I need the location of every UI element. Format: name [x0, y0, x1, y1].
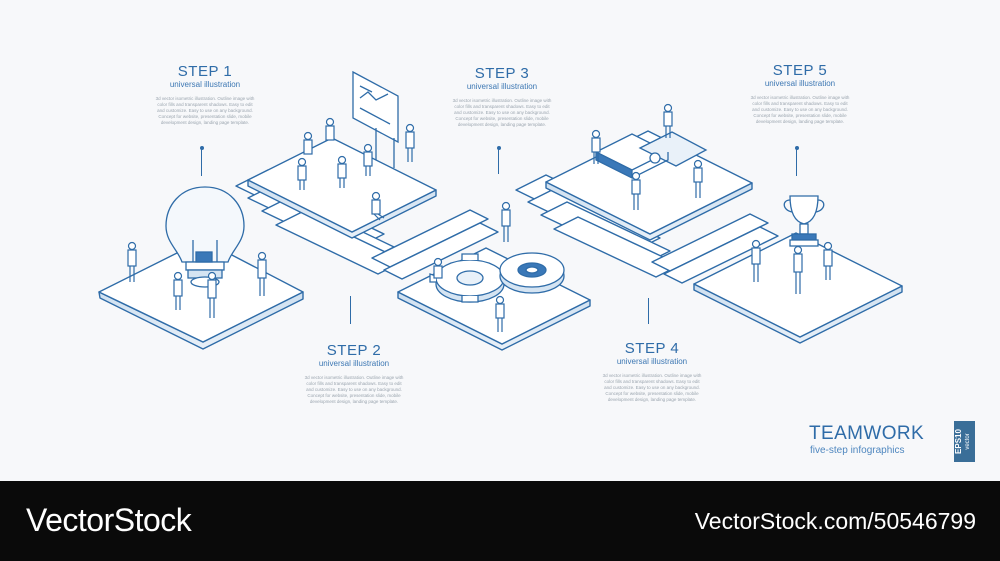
step-1-block: STEP 1 universal illustration 3d vector …: [105, 63, 305, 126]
watermark-footer: VectorStock VectorStock.com/50546799: [0, 481, 1000, 561]
step-3-description: 3d vector isometric illustration. Outlin…: [452, 98, 552, 127]
connector-line-3: [498, 148, 499, 174]
step-4-subtitle: universal illustration: [616, 357, 688, 366]
connector-line-5: [796, 148, 797, 176]
trophy-icon: [783, 195, 825, 247]
step-4-block: STEP 4 universal illustration 3d vector …: [552, 340, 752, 403]
infographic-canvas: STEP 1 universal illustration 3d vector …: [98, 62, 975, 462]
step-3-block: STEP 3 universal illustration 3d vector …: [402, 65, 602, 128]
stairs-2-3: [371, 209, 499, 280]
isometric-illustration: [98, 70, 903, 351]
headline-title: TEAMWORK: [809, 423, 925, 444]
stairs-4-5: [651, 213, 779, 284]
presentation-board-icon: [352, 70, 399, 168]
step-5-subtitle: universal illustration: [764, 79, 836, 88]
step-2-block: STEP 2 universal illustration 3d vector …: [254, 342, 454, 405]
headline-subtitle: five-step infographics: [810, 445, 905, 456]
step-3-subtitle: universal illustration: [466, 82, 538, 91]
step-2-title: STEP 2: [326, 342, 382, 359]
gears-icon: [429, 252, 565, 303]
step-4-title: STEP 4: [624, 340, 680, 357]
step-1-title: STEP 1: [177, 63, 233, 80]
connector-line-4: [648, 298, 649, 324]
step-3-title: STEP 3: [474, 65, 530, 82]
people-figures: [127, 103, 833, 332]
platform-step-1: [98, 239, 304, 350]
badge-kind: vector: [965, 433, 971, 450]
step-2-description: 3d vector isometric illustration. Outlin…: [304, 375, 404, 404]
image-id: VectorStock.com/50546799: [694, 508, 976, 534]
step-5-description: 3d vector isometric illustration. Outlin…: [750, 95, 850, 124]
stairs-3-4: [515, 174, 681, 278]
puzzle-icon: [594, 131, 708, 180]
badge-format: EPS10: [954, 429, 963, 454]
connector-dot-1: [200, 146, 204, 150]
step-1-subtitle: universal illustration: [169, 80, 241, 89]
step-5-block: STEP 5 universal illustration 3d vector …: [700, 62, 900, 125]
connector-line-2: [350, 296, 351, 324]
eps-badge: EPS10 vector: [954, 421, 975, 462]
connector-line-1: [201, 148, 202, 176]
brand-logo: VectorStock: [26, 502, 192, 538]
step-2-subtitle: universal illustration: [318, 359, 390, 368]
platform-step-5: [693, 232, 903, 344]
connector-dot-5: [795, 146, 799, 150]
step-5-title: STEP 5: [772, 62, 828, 79]
step-4-description: 3d vector isometric illustration. Outlin…: [602, 373, 702, 402]
step-1-description: 3d vector isometric illustration. Outlin…: [155, 96, 255, 125]
connector-dot-3: [497, 146, 501, 150]
